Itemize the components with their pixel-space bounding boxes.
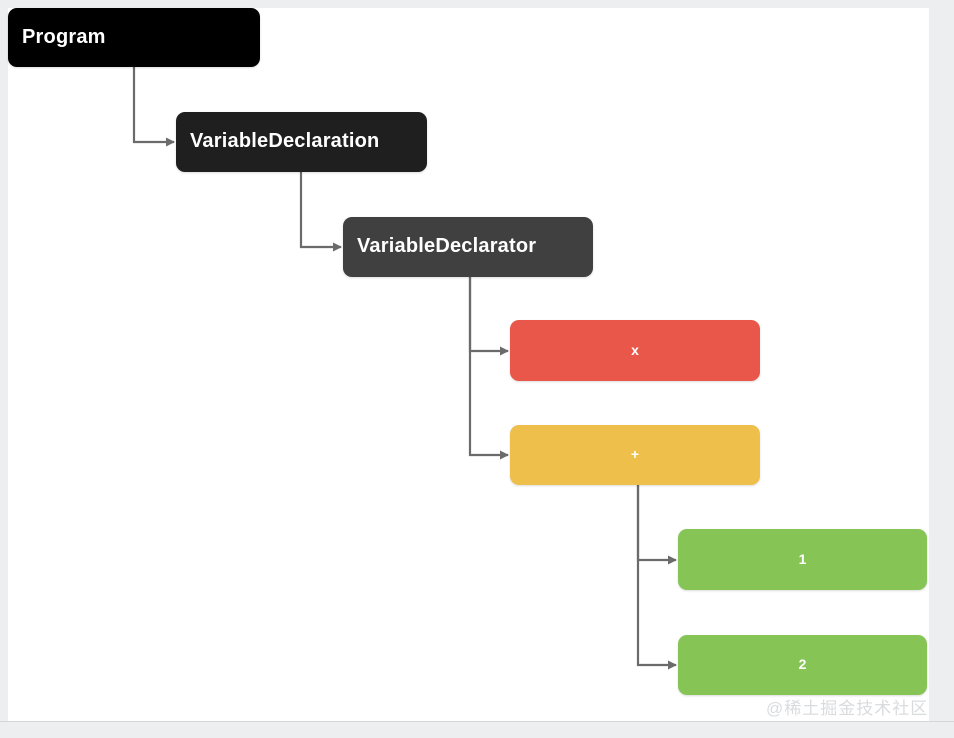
node-label: x (631, 341, 639, 358)
node-variable-declaration[interactable]: VariableDeclaration (176, 112, 427, 172)
node-label: VariableDeclarator (357, 235, 537, 258)
watermark: @稀土掘金技术社区 (766, 699, 929, 718)
node-identifier-x[interactable]: x (510, 320, 760, 381)
node-label: 1 (798, 550, 807, 567)
node-literal-2[interactable]: 2 (678, 635, 927, 695)
node-label: + (630, 446, 640, 463)
node-variable-declarator[interactable]: VariableDeclarator (343, 217, 593, 277)
node-literal-1[interactable]: 1 (678, 529, 927, 590)
bottom-bar (0, 721, 954, 738)
diagram-canvas (8, 8, 929, 721)
node-label: 2 (798, 656, 807, 673)
node-operator-plus[interactable]: + (510, 425, 760, 485)
node-label: VariableDeclaration (190, 130, 380, 153)
node-program[interactable]: Program (8, 8, 260, 67)
node-label: Program (22, 25, 106, 48)
